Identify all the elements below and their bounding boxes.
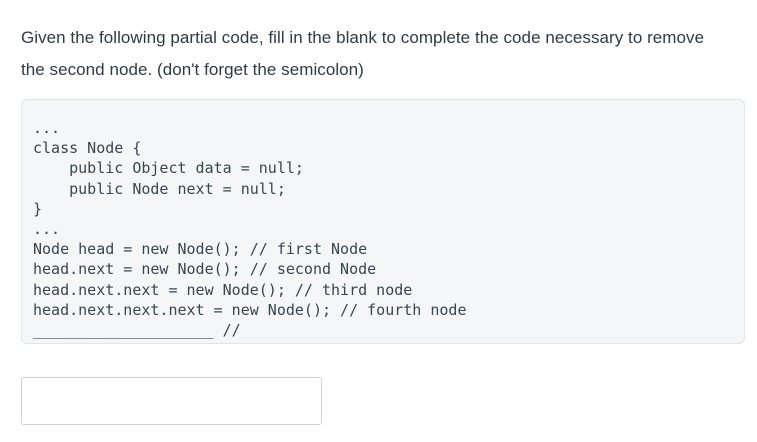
code-line-blank: ____________________ //	[33, 321, 241, 340]
question-prompt: Given the following partial code, fill i…	[21, 28, 705, 79]
code-line: head.next = new Node(); // second Node	[33, 260, 377, 279]
code-line: ...	[33, 119, 61, 137]
code-line: public Node next = null;	[33, 179, 286, 198]
code-line: head.next.next = new Node(); // third no…	[33, 280, 413, 299]
code-line: Node head = new Node(); // first Node	[33, 240, 368, 259]
answer-input[interactable]	[21, 377, 322, 425]
code-line: public Object data = null;	[33, 159, 304, 178]
code-line: ...	[33, 220, 61, 239]
code-line: head.next.next.next = new Node(); // fou…	[33, 300, 467, 319]
code-listing: ... class Node { public Object data = nul…	[22, 100, 744, 340]
code-line: }	[33, 199, 43, 218]
code-block: ... class Node { public Object data = nul…	[21, 99, 745, 344]
code-line: class Node {	[33, 139, 142, 158]
